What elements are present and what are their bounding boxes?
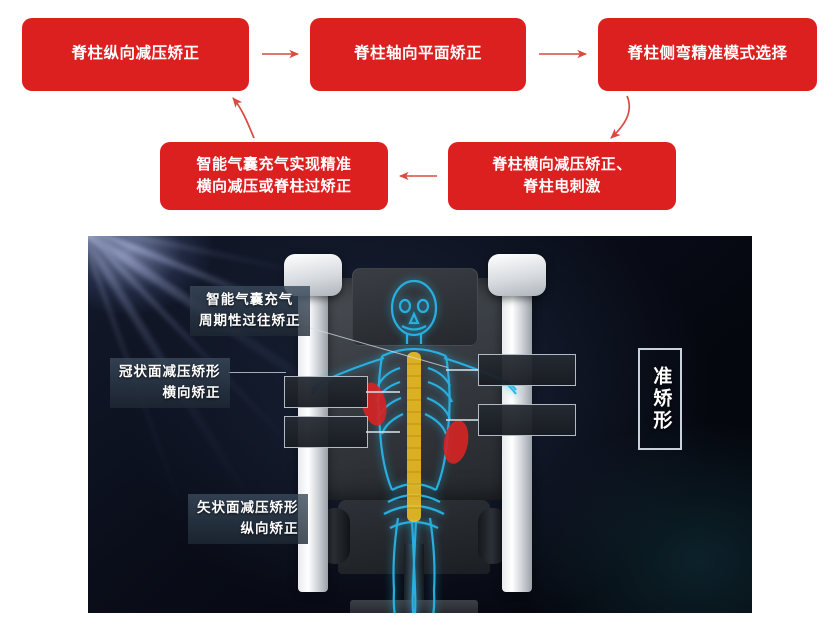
- arrow-curve-down-left: [610, 95, 631, 139]
- callout-plate-right-upper: [478, 354, 576, 386]
- photo-label-airbag: 智能气囊充气 周期性过往矫正: [190, 286, 310, 336]
- flow-box-airbag[interactable]: 智能气囊充气实现精准 横向减压或脊柱过矫正: [160, 142, 388, 210]
- pad-red-right: [443, 420, 469, 464]
- device-photo-panel: 智能气囊充气 周期性过往矫正 冠状面减压矫形 横向矫正 矢状面减压矫形 纵向矫正…: [88, 236, 752, 613]
- process-flowchart: 脊柱纵向减压矫正 脊柱轴向平面矫正 脊柱侧弯精准模式选择 智能气囊充气实现精准 …: [0, 0, 839, 225]
- spine-column: [407, 352, 421, 522]
- flow-box-axial[interactable]: 脊柱轴向平面矫正: [310, 18, 526, 91]
- flow-box-scoliosis[interactable]: 脊柱侧弯精准模式选择: [598, 18, 817, 91]
- arrow-curve-up-left: [232, 97, 255, 139]
- flow-box-longitudinal[interactable]: 脊柱纵向减压矫正: [22, 18, 249, 91]
- xray-body-figure: [311, 279, 517, 613]
- callout-plate-right-lower: [478, 404, 576, 436]
- machine-foot: [350, 600, 478, 613]
- photo-label-coronal: 冠状面减压矫形 横向矫正: [110, 358, 230, 408]
- leader-line-coronal: [228, 372, 286, 373]
- photo-label-sagittal: 矢状面减压矫形 纵向矫正: [188, 494, 308, 544]
- machine-cap-right: [488, 254, 546, 296]
- callout-plate-left-lower: [284, 416, 368, 448]
- flow-box-transverse[interactable]: 脊柱横向减压矫正、 脊柱电刺激: [448, 142, 676, 210]
- callout-plate-left-upper: [284, 376, 368, 408]
- photo-label-precision-correction: 准矫形: [638, 348, 682, 450]
